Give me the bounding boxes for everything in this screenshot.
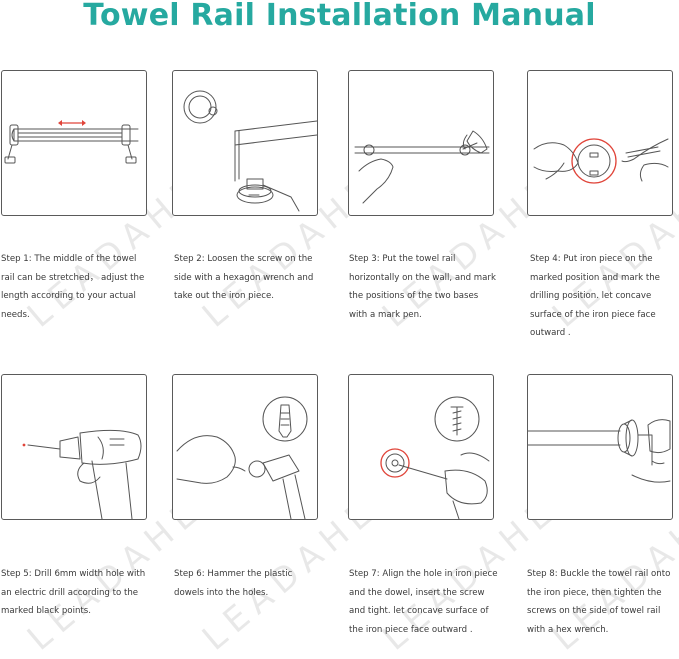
step-4-illustration <box>527 70 673 216</box>
iron-piece-mark-icon <box>533 138 669 184</box>
manual-title: Towel Rail Installation Manual <box>83 0 596 33</box>
step-1-caption: Step 1: The middle of the towel rail can… <box>1 254 145 320</box>
step-7-illustration <box>348 374 494 520</box>
step-8-illustration <box>527 374 673 520</box>
step-1-illustration <box>1 70 147 216</box>
hammer-dowel-icon <box>176 396 308 519</box>
step-7-caption: Step 7: Align the hole in iron piece and… <box>349 569 498 635</box>
step-6-illustration <box>172 374 318 520</box>
step-2-illustration <box>172 70 318 216</box>
step-8-caption: Step 8: Buckle the towel rail onto the i… <box>527 569 671 635</box>
step-3-caption: Step 3: Put the towel rail horizontally … <box>349 254 496 320</box>
step-2-caption: Step 2: Loosen the screw on the side wit… <box>174 254 314 302</box>
electric-drill-icon <box>22 429 142 519</box>
step-5-illustration <box>1 374 147 520</box>
hex-wrench-base-icon <box>183 90 317 212</box>
mark-pen-rail-icon <box>354 130 490 204</box>
step-3-illustration <box>348 70 494 216</box>
hex-wrench-rail-icon <box>528 419 671 483</box>
towel-rail-stretch-icon <box>4 120 139 164</box>
step-4-caption: Step 4: Put iron piece on the marked pos… <box>530 254 660 339</box>
step-5-caption: Step 5: Drill 6mm width hole with an ele… <box>1 569 146 617</box>
screwdriver-screw-icon <box>380 396 490 519</box>
step-6-caption: Step 6: Hammer the plastic dowels into t… <box>174 569 293 598</box>
